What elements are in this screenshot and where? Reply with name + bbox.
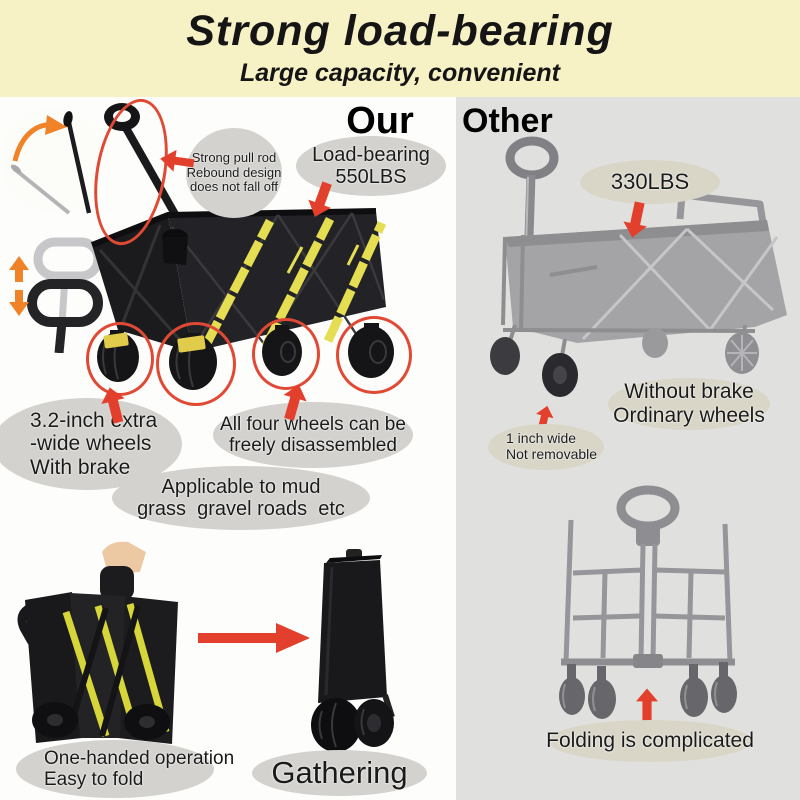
red-arrow-up-icon [636,685,658,725]
disassemble-callout: All four wheels can be freely disassembl… [213,402,413,468]
red-highlight-ellipse-wheel4 [336,316,412,394]
other-load-callout: 330LBS [580,160,720,204]
our-column-header: Our [346,100,414,142]
pull-rod-callout: Strong pull rod Rebound design does not … [186,128,282,218]
red-highlight-ellipse-wheel2 [156,322,236,406]
orange-up-down-arrows-icon [9,256,29,316]
red-arrow-right-icon [198,622,310,654]
other-folded-wagon-image [535,478,775,733]
gathered-wagon-image [290,545,410,755]
pull-rod-inset-image [5,103,100,218]
terrain-callout: Applicable to mud grass gravel roads etc [112,466,370,530]
wide-wheels-callout: 3.2-inch extra -wide wheels With brake [0,398,182,490]
other-column-header: Other [462,102,553,140]
our-folded-wagon-image [10,538,210,753]
gathering-callout: Gathering [252,750,427,796]
red-arrow-down-icon [621,200,652,240]
red-arrow-left-icon [159,148,196,175]
page-title: Strong load-bearing [186,7,614,56]
other-folding-callout: Folding is complicated [546,720,754,762]
red-arrow-up-icon [98,383,131,428]
header-banner: Strong load-bearing Large capacity, conv… [0,0,800,99]
page-subtitle: Large capacity, convenient [239,58,561,87]
other-wheel-callout: 1 inch wide Not removable [488,424,604,470]
red-highlight-ellipse-wheel3 [252,318,320,390]
orange-curved-arrow-icon [12,115,67,162]
red-arrow-up-icon [277,379,311,424]
red-arrow-down-icon [303,179,340,222]
other-brake-callout: Without brake Ordinary wheels [608,378,770,430]
handle-inset-image [8,228,113,353]
easy-fold-callout: One-handed operation Easy to fold [16,740,234,798]
red-highlight-ellipse-wheel1 [86,322,154,396]
